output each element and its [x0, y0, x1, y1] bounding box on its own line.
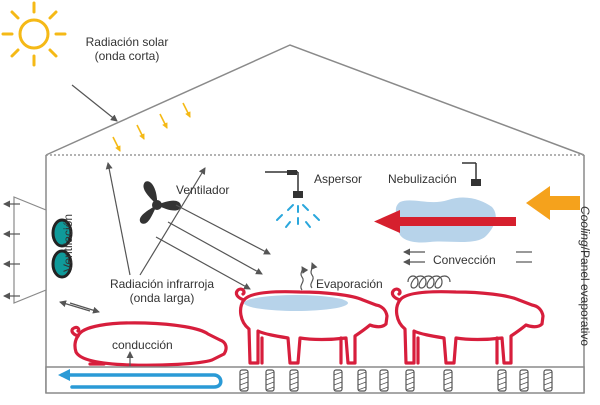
- panel-evaporativo-text: /Panel evaporativo: [578, 246, 592, 347]
- orange-incoming-arrow: [526, 186, 580, 220]
- infrared-radiation-line1: Radiación infrarroja: [109, 277, 215, 291]
- cooling-text: Cooling: [578, 205, 592, 247]
- ventilador-icon: [139, 181, 181, 224]
- spray-drops: [276, 204, 320, 228]
- exhaust-arrows: [3, 200, 20, 300]
- floor-pipe-loop: [60, 373, 223, 389]
- floor-pipe-arrowhead: [58, 369, 70, 381]
- conduccion-label: conducción: [112, 338, 173, 352]
- lying-pig-exchange-arrows: [59, 300, 100, 314]
- floor: [45, 366, 585, 394]
- ventilacion-text: Ventilación: [61, 213, 75, 273]
- solar-pointer-line: [71, 84, 118, 122]
- cooling-panel-label: Cooling/Panel evaporativo: [577, 196, 593, 356]
- sun-ray-arrows: [112, 102, 191, 152]
- sun-icon: [1, 1, 67, 67]
- ventilador-label: Ventilador: [176, 183, 230, 197]
- solar-radiation-label: Radiación solar (onda corta): [72, 35, 182, 63]
- aspersor-icon: [265, 170, 303, 198]
- slatted-floor: [239, 369, 553, 392]
- solar-radiation-line2: (onda corta): [94, 49, 160, 63]
- convection-loops: [407, 275, 451, 289]
- infrared-arrows: [105, 162, 206, 276]
- solar-radiation-line1: Radiación solar: [85, 35, 169, 49]
- evaporacion-label: Evaporación: [316, 277, 383, 291]
- cooling-panel-text: Cooling/Panel evaporativo: [578, 206, 592, 346]
- nebulizacion-icon: [462, 162, 481, 186]
- ventilation-fan: [13, 196, 73, 304]
- conveccion-label: Convección: [433, 253, 496, 267]
- floor-slat-hatching: [239, 371, 553, 391]
- infrared-radiation-label: Radiación infrarroja (onda larga): [92, 277, 232, 305]
- nebulizacion-label: Nebulización: [388, 172, 457, 186]
- ventilacion-label: Ventilación: [61, 195, 75, 291]
- evaporation-arrows: [300, 262, 318, 291]
- pig-standing-right: [390, 287, 545, 365]
- infrared-radiation-line2: (onda larga): [129, 291, 195, 305]
- red-airflow-arrow: [374, 210, 516, 233]
- convection-arrows: [403, 248, 532, 266]
- water-puddle: [244, 295, 348, 311]
- roof: [45, 44, 585, 156]
- pig-lying: [70, 321, 228, 367]
- fan-airflow-arrows: [155, 204, 271, 290]
- aspersor-label: Aspersor: [314, 172, 363, 186]
- pig-standing-middle: [234, 287, 389, 365]
